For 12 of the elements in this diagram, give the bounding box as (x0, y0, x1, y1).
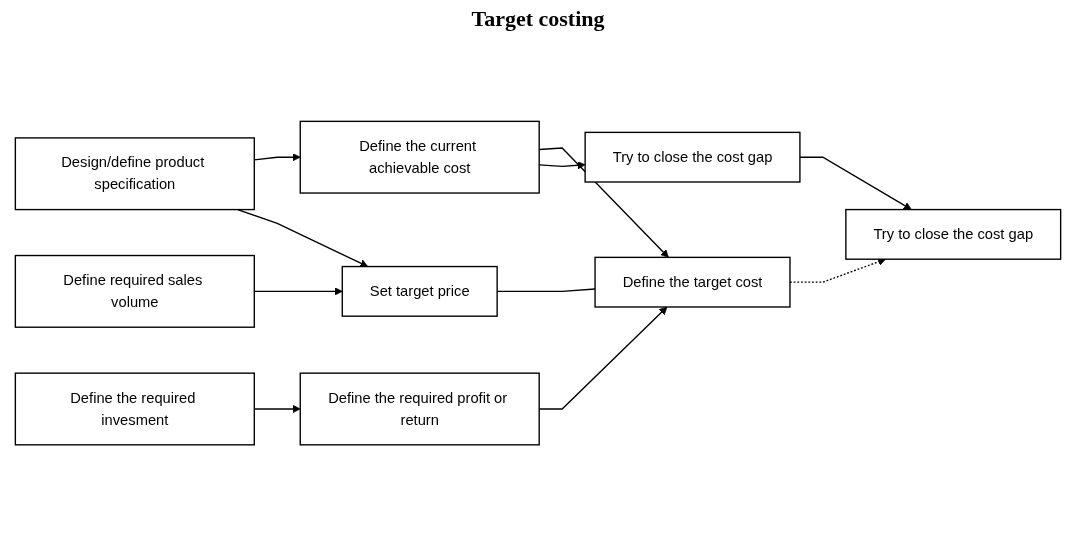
node-box: Define the required invesment (14, 372, 255, 446)
node-box: Try to close the cost gap (584, 132, 801, 184)
node-box: Try to close the cost gap (845, 209, 1062, 261)
node-box: Define required sales volume (14, 255, 255, 329)
node-box: Define the current achievable cost (299, 121, 540, 195)
arrow (799, 156, 912, 211)
node-box: Define the target cost (594, 257, 791, 309)
node-box: Design/define product specification (14, 137, 255, 211)
node-box: Define the required profit or return (299, 372, 540, 446)
arrow (237, 209, 369, 268)
node-box: Set target price (341, 266, 498, 318)
diagram-title: Target costing (470, 6, 606, 32)
